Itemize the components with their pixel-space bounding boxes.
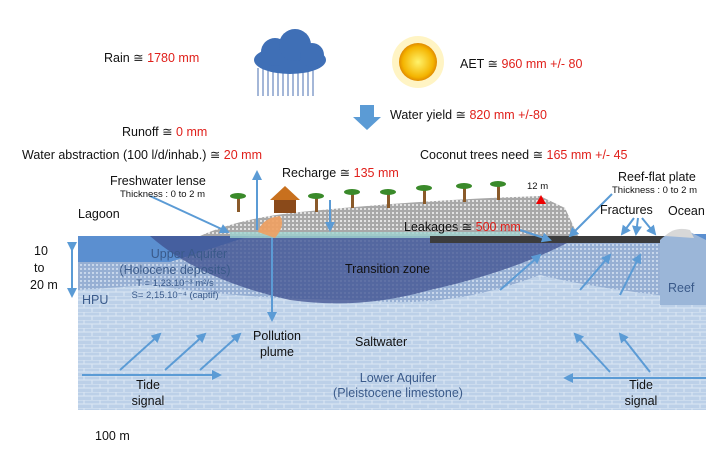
hut-icon: [270, 186, 300, 213]
reef-label: Reef: [668, 281, 695, 295]
transmissivity-label: T = 1,23.10⁻³ m²/s: [136, 278, 214, 289]
freshwater-lense-label: Freshwater lense: [110, 174, 206, 188]
ocean-label: Ocean: [668, 204, 705, 218]
hpu-label: HPU: [82, 293, 108, 307]
rain-cloud-icon: [254, 29, 326, 96]
depth-mid-label: to: [34, 261, 44, 275]
lower-aquifer-sub-label: (Pleistocene limestone): [333, 386, 463, 400]
island-mound: [200, 196, 578, 236]
palm-tree-icons: [230, 181, 506, 212]
fractures-label: Fractures: [600, 203, 653, 217]
upper-aquifer-label: Upper Aquifer: [151, 247, 227, 261]
lower-aquifer-label: Lower Aquifer: [360, 371, 436, 385]
depth-bottom-label: 20 m: [30, 278, 58, 292]
rain-label: Rain ≅ 1780 mm: [104, 51, 199, 65]
recharge-label: Recharge ≅ 135 mm: [282, 166, 399, 180]
freshwater-thickness-label: Thickness : 0 to 2 m: [120, 189, 205, 200]
storativity-label: S= 2,15.10⁻⁴ (captif): [132, 290, 219, 301]
reef-flat-thickness-label: Thickness : 0 to 2 m: [612, 185, 697, 196]
tide-left-label-1: Tide: [136, 378, 160, 392]
scale-label: 100 m: [95, 429, 130, 443]
runoff-label: Runoff ≅ 0 mm: [122, 125, 207, 139]
leakages-label: Leakages ≅ 500 mm: [404, 220, 521, 234]
reef-flat-plate-label: Reef-flat plate: [618, 170, 696, 184]
pollution-plume: [258, 216, 283, 238]
sun-icon: [392, 36, 444, 88]
saltwater-label: Saltwater: [355, 335, 407, 349]
elevation-marker-icon: [536, 195, 546, 204]
upper-aquifer-sub-label: (Holocene deposits): [119, 263, 230, 277]
tide-left-label-2: signal: [132, 394, 165, 408]
freshwater-lense-layer: [230, 232, 520, 238]
transition-zone-label: Transition zone: [345, 262, 430, 276]
aet-label: AET ≅ 960 mm +/- 80: [460, 57, 583, 71]
freshwater-lens: [150, 236, 580, 304]
water-yield-label: Water yield ≅ 820 mm +/-80: [390, 108, 547, 122]
reef-cap: [665, 228, 694, 238]
flow-arrows: [67, 170, 706, 383]
pollution-plume-label-2: plume: [260, 345, 294, 359]
water-abstraction-label: Water abstraction (100 l/d/inhab.) ≅ 20 …: [22, 148, 262, 162]
elevation-label: 12 m: [527, 181, 548, 192]
pollution-plume-label-1: Pollution: [253, 329, 301, 343]
depth-top-label: 10: [34, 244, 48, 258]
water-yield-arrow-icon: [353, 105, 381, 130]
tide-right-label-2: signal: [625, 394, 658, 408]
lagoon-label: Lagoon: [78, 207, 120, 221]
tide-right-label-1: Tide: [629, 378, 653, 392]
reef-flat-plate: [430, 236, 690, 243]
reef: [660, 231, 706, 305]
coconut-need-label: Coconut trees need ≅ 165 mm +/- 45: [420, 148, 628, 162]
